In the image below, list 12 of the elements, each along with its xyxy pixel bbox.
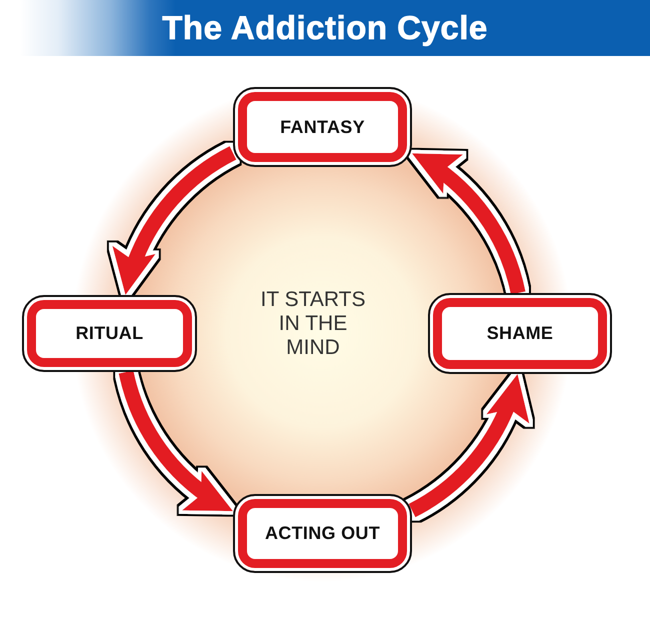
cycle-arrow xyxy=(408,372,526,518)
stage-box xyxy=(428,293,612,374)
stage-box xyxy=(22,295,197,372)
stage-label: FANTASY xyxy=(280,116,365,138)
center-text: IT STARTS IN THE MIND xyxy=(259,288,367,360)
stage-box xyxy=(233,494,412,573)
stage-label: ACTING OUT xyxy=(265,523,380,544)
stage-box xyxy=(233,87,412,167)
stage-label: SHAME xyxy=(486,323,554,344)
diagram-title: The Addiction Cycle xyxy=(162,9,488,47)
stage-label: RITUAL xyxy=(76,323,144,344)
cycle-arrow xyxy=(115,146,237,297)
